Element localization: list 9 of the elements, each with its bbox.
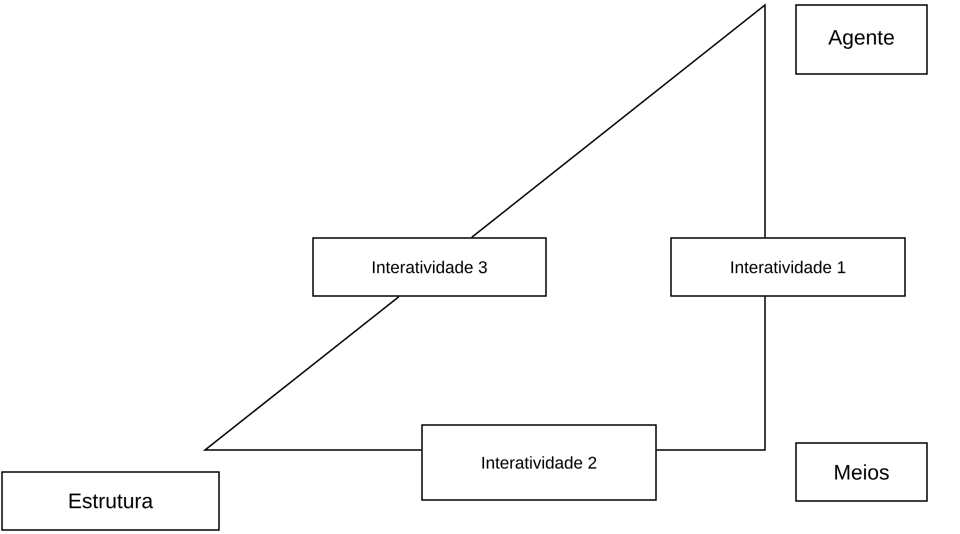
text-box: Meios <box>795 442 928 502</box>
text-box: Estrutura <box>1 471 220 531</box>
text-box: Interatividade 3 <box>312 237 547 297</box>
text-box: Interatividade 2 <box>421 424 657 501</box>
connector-line <box>656 296 766 451</box>
connector-line <box>202 296 422 451</box>
text-box: Interatividade 1 <box>670 237 906 297</box>
connector-line <box>471 3 766 238</box>
text-box: Agente <box>795 4 928 75</box>
